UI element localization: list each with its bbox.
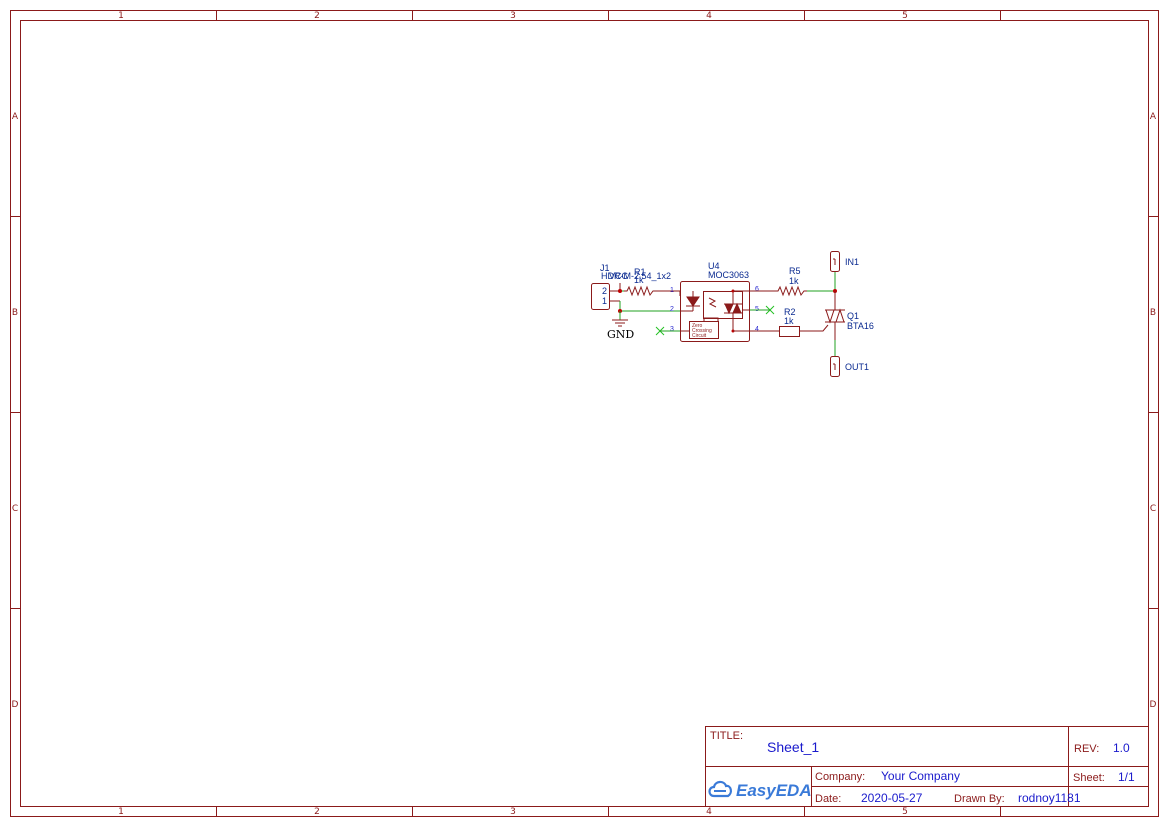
u4-pin: 1 bbox=[670, 287, 674, 294]
u4-ref: U4 bbox=[708, 261, 720, 271]
row-label-left: A bbox=[12, 112, 19, 122]
title-label: TITLE: bbox=[710, 730, 743, 742]
optocoupler-u4[interactable]: U4 MOC3063 1 2 3 4 5 6 bbox=[670, 261, 759, 342]
ground-symbol: GND bbox=[607, 311, 634, 341]
col-label-bottom: 1 bbox=[118, 807, 124, 817]
row-label-left: C bbox=[12, 504, 18, 514]
out1-label: OUT1 bbox=[845, 362, 869, 372]
col-label-bottom: 3 bbox=[510, 807, 516, 817]
resistor-r1[interactable]: R1 1k bbox=[624, 267, 656, 297]
r2-ref: R2 bbox=[784, 307, 796, 317]
connector-in1[interactable]: IN1 bbox=[830, 251, 860, 272]
circuit: J1 HDR-M-2.54_1x2 2 1 VCC R1 1k GND bbox=[591, 251, 874, 377]
r5-ref: R5 bbox=[789, 266, 801, 276]
gnd-label: GND bbox=[607, 328, 634, 341]
col-label-bottom: 2 bbox=[314, 807, 320, 817]
r1-value: 1k bbox=[634, 275, 644, 285]
company-value: Your Company bbox=[881, 769, 960, 783]
inner-frame bbox=[20, 20, 1149, 807]
resistor-r5[interactable]: R5 1k bbox=[750, 266, 835, 297]
row-label-right: B bbox=[1150, 308, 1156, 318]
row-label-left: B bbox=[12, 308, 18, 318]
no-connect-marker bbox=[655, 326, 680, 336]
title-block: TITLE: Sheet_1 REV: 1.0 Company: Your Co… bbox=[705, 726, 1149, 807]
rev-value: 1.0 bbox=[1113, 741, 1130, 755]
q1-ref: Q1 bbox=[847, 311, 859, 321]
r2-value: 1k bbox=[784, 316, 794, 326]
zc-text: Circuit bbox=[692, 333, 707, 339]
connector-j1[interactable]: J1 HDR-M-2.54_1x2 2 1 bbox=[591, 263, 672, 310]
date-label: Date: bbox=[815, 793, 841, 805]
j1-pin2: 2 bbox=[602, 286, 607, 296]
row-label-right: C bbox=[1150, 504, 1156, 514]
title-value: Sheet_1 bbox=[767, 739, 819, 755]
row-label-right: A bbox=[1150, 112, 1157, 122]
u4-pin: 6 bbox=[755, 286, 759, 293]
easyeda-cloud-icon bbox=[708, 780, 732, 798]
r5-value: 1k bbox=[789, 276, 799, 286]
resistor-r2[interactable]: R2 1k bbox=[750, 307, 829, 337]
no-connect-marker bbox=[750, 305, 775, 315]
triac-q1[interactable]: Q1 BTA16 bbox=[825, 271, 874, 356]
u4-pin: 3 bbox=[670, 326, 674, 333]
zc-text: Zero bbox=[692, 323, 703, 329]
sheet-label: Sheet: bbox=[1073, 772, 1105, 784]
col-label-bottom: 5 bbox=[902, 807, 908, 817]
u4-value: MOC3063 bbox=[708, 270, 749, 280]
col-label-top: 1 bbox=[118, 11, 124, 21]
in1-label: IN1 bbox=[845, 257, 859, 267]
drawn-by-value: rodnoy1181 bbox=[1018, 791, 1081, 805]
j1-pin1: 1 bbox=[602, 296, 607, 306]
junction bbox=[618, 289, 622, 293]
company-label: Company: bbox=[815, 771, 865, 783]
sheet-value: 1/1 bbox=[1118, 770, 1135, 784]
row-ticks bbox=[10, 216, 1158, 609]
rev-label: REV: bbox=[1074, 743, 1099, 755]
q1-value: BTA16 bbox=[847, 321, 874, 331]
easyeda-logo-text: EasyEDA bbox=[736, 781, 812, 800]
col-label-top: 5 bbox=[902, 11, 908, 21]
r1-ref: R1 bbox=[634, 267, 646, 277]
row-label-right: D bbox=[1150, 700, 1157, 710]
col-label-bottom: 4 bbox=[706, 807, 712, 817]
vcc-net-label: VCC bbox=[609, 271, 629, 281]
j1-value: HDR-M-2.54_1x2 bbox=[601, 271, 671, 281]
j1-ref: J1 bbox=[600, 263, 610, 273]
drawn-by-label: Drawn By: bbox=[954, 793, 1005, 805]
u4-pin: 4 bbox=[755, 326, 759, 333]
row-label-left: D bbox=[12, 700, 19, 710]
column-ticks bbox=[216, 10, 1001, 816]
col-label-top: 2 bbox=[314, 11, 320, 21]
u4-pin: 2 bbox=[670, 306, 674, 313]
col-label-top: 3 bbox=[510, 11, 516, 21]
zc-text: Crossing bbox=[692, 328, 712, 334]
connector-out1[interactable]: OUT1 bbox=[830, 356, 870, 377]
outer-frame bbox=[10, 10, 1159, 817]
col-label-top: 4 bbox=[706, 11, 712, 21]
date-value: 2020-05-27 bbox=[861, 791, 923, 805]
